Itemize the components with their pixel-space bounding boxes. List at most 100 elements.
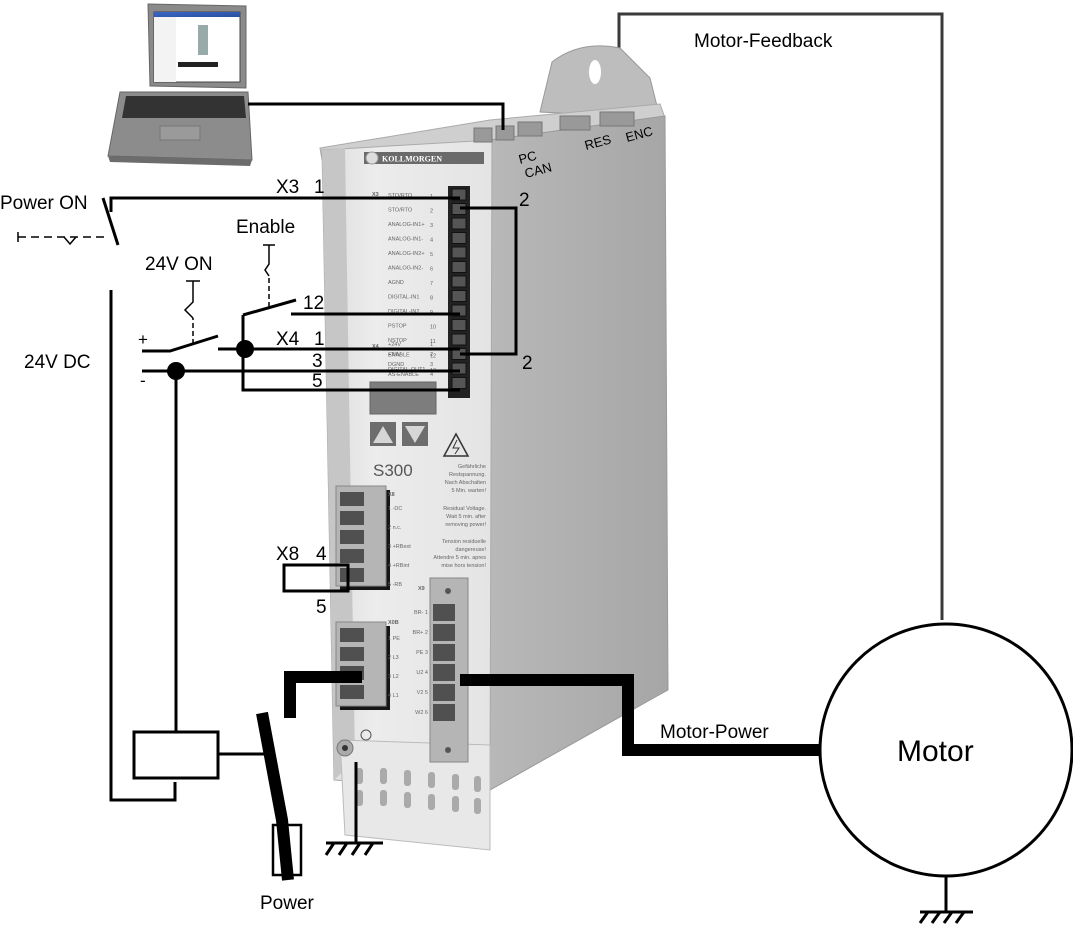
x4-pin-number: 2 (430, 352, 433, 358)
x3-pin-number: 12 (430, 354, 436, 360)
x3-pin-name: AGND (388, 280, 404, 286)
x4-pin-number: 1 (430, 342, 433, 348)
x4-pin2-label: 2 (522, 353, 533, 374)
x3-pin-name: NSTOP (388, 338, 407, 344)
x0b-header: X0B (388, 620, 399, 626)
ground-symbol-device (324, 841, 383, 856)
x3-pin-name: ANALOG-IN1- (388, 237, 423, 243)
x3-pin-name: ANALOG-IN2+ (388, 251, 425, 257)
x8-pin-label: 1 -DC (388, 506, 402, 512)
x3-header: X3 (372, 192, 379, 198)
warning-text-de: Restspannung. (449, 472, 486, 478)
x3-label: X3 (276, 177, 299, 198)
x3-pin-socket (451, 261, 467, 273)
x3-pin-socket (451, 362, 467, 375)
x9-pin-label: BR- 1 (414, 610, 428, 616)
x3-pin2-label: 2 (519, 190, 530, 211)
minus-label: - (140, 371, 146, 390)
res-label: RES (583, 131, 613, 152)
x3-pin-socket (451, 304, 467, 317)
warning-text-fr: mise hors tension! (441, 563, 486, 569)
x3-pin12-label: 12 (303, 293, 324, 314)
x4-pin-name: +24V (388, 352, 401, 358)
x3-pin-number: 10 (430, 325, 436, 331)
24v-on-label: 24V ON (145, 254, 213, 275)
down-arrow-icon (405, 426, 425, 443)
junction-dot (167, 362, 185, 380)
x3-pin-number: 5 (430, 252, 433, 258)
x0b-pin-label: 2 L3 (388, 655, 399, 661)
x9-pin-label: BR+ 2 (413, 630, 428, 636)
warning-text-de: 5 Min. warten! (451, 488, 486, 494)
x3-pin-socket (451, 290, 467, 302)
x3-pin-number: 6 (430, 267, 433, 273)
x3-pin-name: STO/RTO (388, 208, 413, 214)
x3-pin-number: 7 (430, 281, 433, 287)
x4-pin-number: 3 (430, 362, 433, 368)
laptop-pc (107, 3, 253, 166)
warning-text-en: Residual Voltage. (443, 506, 486, 512)
x8-label: X8 (276, 544, 299, 565)
x3-pin-socket (451, 188, 467, 201)
power-label: Power (260, 893, 315, 914)
status-display (369, 381, 437, 415)
x3-pin-socket (451, 232, 467, 244)
x4-pin3-label: 3 (312, 351, 323, 372)
x3-pin-name: ENABLE (388, 353, 410, 359)
x3-pin1-label: 1 (314, 177, 325, 198)
x8-pin-label: 2 n.c. (388, 525, 402, 531)
x8-header: X8 (388, 492, 395, 498)
up-arrow-icon (373, 426, 393, 443)
wiring (17, 102, 820, 881)
x0b-pin-label: 3 L2 (388, 674, 399, 680)
x9-pin-label: W2 6 (415, 710, 428, 716)
x3-pin-number: 8 (430, 296, 433, 302)
24v-dc-label: 24V DC (24, 352, 91, 373)
x4-header: X4 (372, 344, 380, 350)
x8-pin-label: 5 -RB (388, 582, 402, 588)
model-label: S300 (373, 461, 413, 480)
x4-pin-name: +24V (388, 342, 401, 348)
x3-pin-socket (451, 246, 467, 259)
warning-text-fr: Attendre 5 min. apres (433, 555, 486, 561)
warning-text-fr: Tension residuelle (442, 539, 486, 545)
junction-dot (236, 340, 254, 358)
x8-pin-label: 3 +RBext (388, 544, 411, 550)
x3-pin-socket (451, 319, 467, 331)
x3-pin-number: 2 (430, 209, 433, 215)
ground-symbol-motor (918, 876, 973, 924)
warning-text-fr: dangereuse! (455, 547, 486, 553)
x3-pin-socket (451, 275, 467, 288)
x9-pin-label: V2 5 (417, 690, 428, 696)
x4-label: X4 (276, 329, 300, 350)
brand-logo: KOLLMORGEN (382, 155, 442, 164)
protective-earth-icon (360, 729, 372, 741)
x3-pin-name: ANALOG-IN2- (388, 266, 423, 272)
warning-text-en: Wait 5 min. after (446, 514, 486, 520)
x4-pin-name: AS-ENABLE (388, 372, 419, 378)
x9-header: X9 (418, 586, 425, 592)
motor-feedback-cable (617, 12, 944, 620)
enable-label: Enable (236, 217, 295, 238)
x8-pin4-label: 4 (316, 544, 327, 565)
x3-pin-name: STO/RTO (388, 193, 413, 199)
x0b-pin-label: 4 L1 (388, 693, 399, 699)
x3-pin-name: DIGITAL-IN1 (388, 295, 419, 301)
x9-pin-label: PE 3 (416, 650, 428, 656)
x3-pin-name: PSTOP (388, 324, 407, 330)
plus-label: + (138, 330, 148, 349)
can-label: CAN (523, 159, 553, 181)
motor-symbol (818, 622, 1073, 878)
x3-pin-name: ANALOG-IN1+ (388, 222, 425, 228)
x3-pin-number: 4 (430, 238, 433, 244)
x4-pin-name: DGND (388, 362, 404, 368)
motor-feedback-label: Motor-Feedback (694, 31, 833, 52)
pc-label: PC (517, 148, 538, 167)
x3-pin-socket (451, 333, 467, 346)
x4-pin5-label: 5 (312, 371, 323, 392)
x0b-pin-label: 1 PE (388, 636, 400, 642)
x3-pin-number: 3 (430, 223, 433, 229)
warning-text-de: Nach Abschalten (445, 480, 486, 486)
x3-pin-socket (451, 217, 467, 230)
